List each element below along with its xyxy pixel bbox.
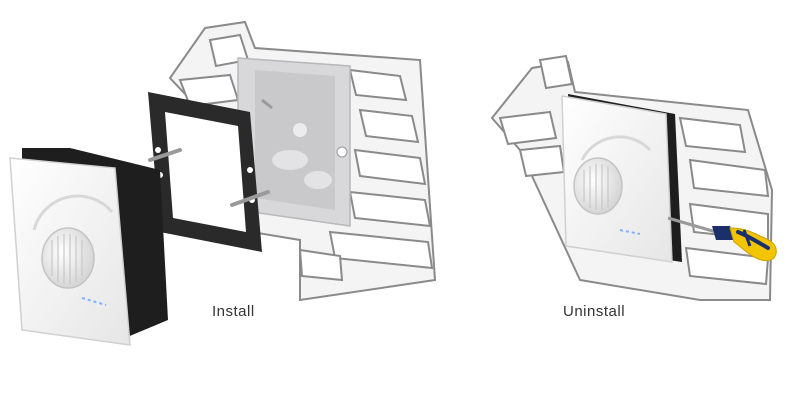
- install-brick-wall: [168, 20, 437, 302]
- uninstall-scene: [490, 54, 777, 301]
- indicator-led-icon: [81, 297, 107, 306]
- uninstall-dimmer-panel: [561, 94, 682, 263]
- dimmer-knob-icon: [41, 227, 95, 289]
- uninstall-label: Uninstall: [563, 303, 626, 320]
- install-label: Install: [212, 303, 255, 320]
- frame-screw-icon: [148, 148, 182, 162]
- uninstall-dimmer-knob-icon: [573, 157, 623, 215]
- install-back-box: [237, 57, 351, 227]
- screwdriver-icon: [667, 216, 777, 262]
- install-dimmer-panel: [9, 148, 168, 346]
- install-scene: [9, 20, 437, 346]
- install-mounting-frame: [148, 92, 270, 252]
- frame-screw-icon: [230, 190, 270, 207]
